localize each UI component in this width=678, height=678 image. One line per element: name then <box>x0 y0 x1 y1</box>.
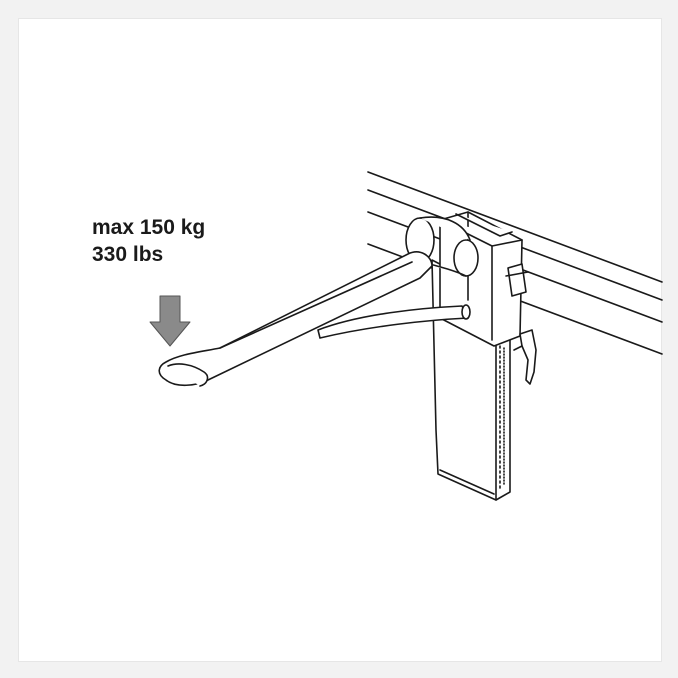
support-strut <box>317 304 471 339</box>
load-limit-label: max 150 kg 330 lbs <box>92 214 205 268</box>
support-arm <box>158 251 433 387</box>
release-lever <box>513 329 537 385</box>
down-arrow-icon <box>149 295 191 347</box>
hinge-cylinder <box>405 216 479 277</box>
illustration-frame <box>18 18 662 662</box>
load-limit-imperial: 330 lbs <box>92 243 164 266</box>
load-limit-metric: max 150 kg <box>92 216 206 239</box>
